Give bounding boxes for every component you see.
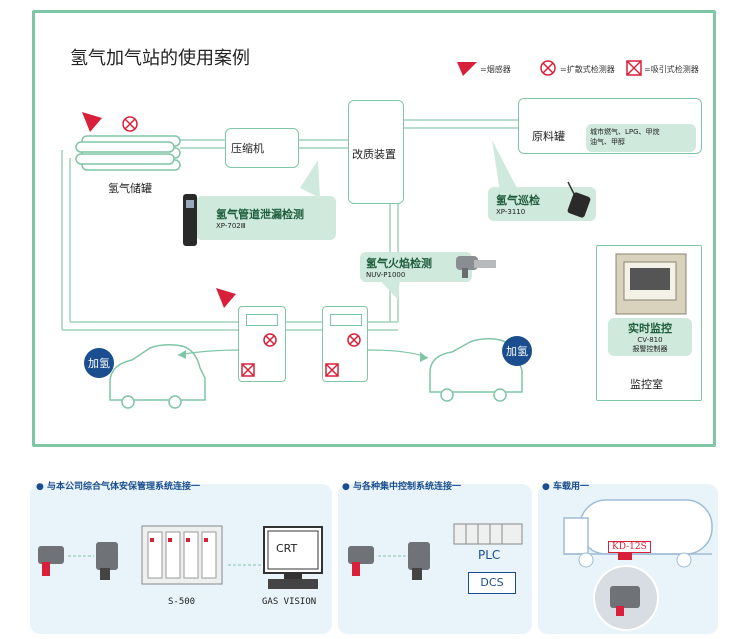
flame-callout: 氢气火焰检测 NUV-P1000 bbox=[360, 252, 472, 282]
smoke-sensor-icon bbox=[216, 288, 236, 308]
gas-vision-monitor-icon bbox=[228, 526, 323, 589]
car-left-shape bbox=[109, 344, 206, 409]
pipe-leak-title: 氢气管道泄漏检测 bbox=[216, 208, 304, 221]
explosion-proof-detector-icon bbox=[96, 542, 118, 580]
diffusion-detector-icon bbox=[122, 116, 138, 132]
raw-tank-note-line2: 油气、甲醇 bbox=[590, 138, 625, 146]
patrol-detector-icon bbox=[567, 181, 591, 218]
s500-rack-icon bbox=[141, 525, 223, 585]
legend-smoke-label: =烟感器 bbox=[480, 65, 511, 74]
storage-tank-shape bbox=[75, 135, 181, 171]
suction-detector-icon bbox=[626, 60, 642, 76]
reformer-box bbox=[348, 100, 404, 204]
monitor-title: 实时监控 bbox=[628, 322, 672, 335]
legend-suction-label: =吸引式检测器 bbox=[644, 65, 699, 74]
explosion-proof-detector-icon bbox=[38, 546, 64, 576]
diffusion-detector-icon bbox=[263, 333, 277, 347]
plc-label: PLC bbox=[478, 548, 501, 562]
monitor-room-label: 监控室 bbox=[630, 378, 663, 391]
explosion-proof-detector-icon bbox=[348, 546, 374, 576]
dispenser-right-display bbox=[330, 314, 362, 326]
alarm-controller-icon bbox=[615, 253, 687, 315]
panel-1-title-text: 与本公司综合气体安保管理系统连接一 bbox=[47, 482, 201, 492]
pipe-leak-model: XP-702Ⅲ bbox=[216, 222, 246, 230]
reformer-label: 改质装置 bbox=[352, 148, 396, 161]
monitor-desc: 报警控制器 bbox=[632, 345, 668, 353]
panel-1-detectors bbox=[38, 542, 118, 580]
panel-1-title: ● 与本公司综合气体安保管理系统连接一 bbox=[36, 482, 201, 492]
compressor-label: 压缩机 bbox=[231, 142, 264, 155]
panel-1-label-gasvision: GAS VISION bbox=[262, 597, 317, 607]
dispenser-right bbox=[322, 306, 368, 382]
diffusion-detector-icon bbox=[347, 333, 361, 347]
monitor-screen-text: CRT bbox=[276, 542, 298, 555]
dcs-label: DCS bbox=[468, 572, 516, 594]
panel-2-title: ● 与各种集中控制系统连接一 bbox=[342, 482, 462, 492]
monitor-model: CV-810 bbox=[637, 336, 663, 344]
panel-1-label-s500: S-500 bbox=[168, 597, 196, 607]
suction-detector-icon bbox=[241, 363, 255, 377]
dispenser-right-detectors bbox=[325, 333, 361, 377]
legend bbox=[457, 60, 642, 76]
plc-unit-icon bbox=[453, 523, 523, 545]
smoke-sensor-icon bbox=[457, 62, 477, 76]
diffusion-detector-icon bbox=[540, 60, 556, 76]
fueling-badge-left: 加氢 bbox=[84, 348, 114, 378]
panel-2-detectors bbox=[348, 542, 430, 580]
smoke-sensor-icon bbox=[82, 112, 102, 132]
patrol-title: 氢气巡检 bbox=[496, 194, 540, 207]
portable-detector-icon bbox=[183, 194, 197, 246]
diagram-title: 氢气加气站的使用案例 bbox=[70, 48, 250, 69]
panel-3-title: ● 车载用一 bbox=[542, 482, 590, 492]
dispenser-left-detectors bbox=[241, 333, 277, 377]
fueling-badge-right: 加氢 bbox=[502, 336, 532, 366]
panel-2-title-text: 与各种集中控制系统连接一 bbox=[353, 482, 462, 492]
flame-title: 氢气火焰检测 bbox=[366, 257, 432, 270]
panel-3-title-text: 车载用一 bbox=[553, 482, 590, 492]
explosion-proof-detector-icon bbox=[408, 542, 430, 580]
legend-diffusion-label: =扩散式检测器 bbox=[560, 65, 615, 74]
patrol-model: XP-3110 bbox=[496, 208, 526, 216]
raw-tank-note-line1: 城市燃气、LPG、甲烷 bbox=[590, 128, 660, 136]
flame-model: NUV-P1000 bbox=[366, 271, 406, 279]
pipe-network bbox=[61, 105, 557, 409]
pipe-leak-callout: 氢气管道泄漏检测 XP-702Ⅲ bbox=[196, 196, 336, 240]
truck-tag: KD-12S bbox=[608, 541, 651, 553]
dispenser-left-display bbox=[246, 314, 278, 326]
suction-detector-icon bbox=[325, 363, 339, 377]
raw-tank-label: 原料罐 bbox=[532, 130, 565, 143]
monitor-callout: 实时监控 CV-810 报警控制器 bbox=[608, 318, 692, 356]
raw-tank-note: 城市燃气、LPG、甲烷 油气、甲醇 bbox=[586, 124, 696, 152]
flame-detector-icon bbox=[456, 256, 496, 278]
compressor-box bbox=[225, 128, 299, 168]
storage-tank-label: 氢气储罐 bbox=[108, 182, 152, 195]
tanker-truck-icon bbox=[563, 499, 713, 631]
